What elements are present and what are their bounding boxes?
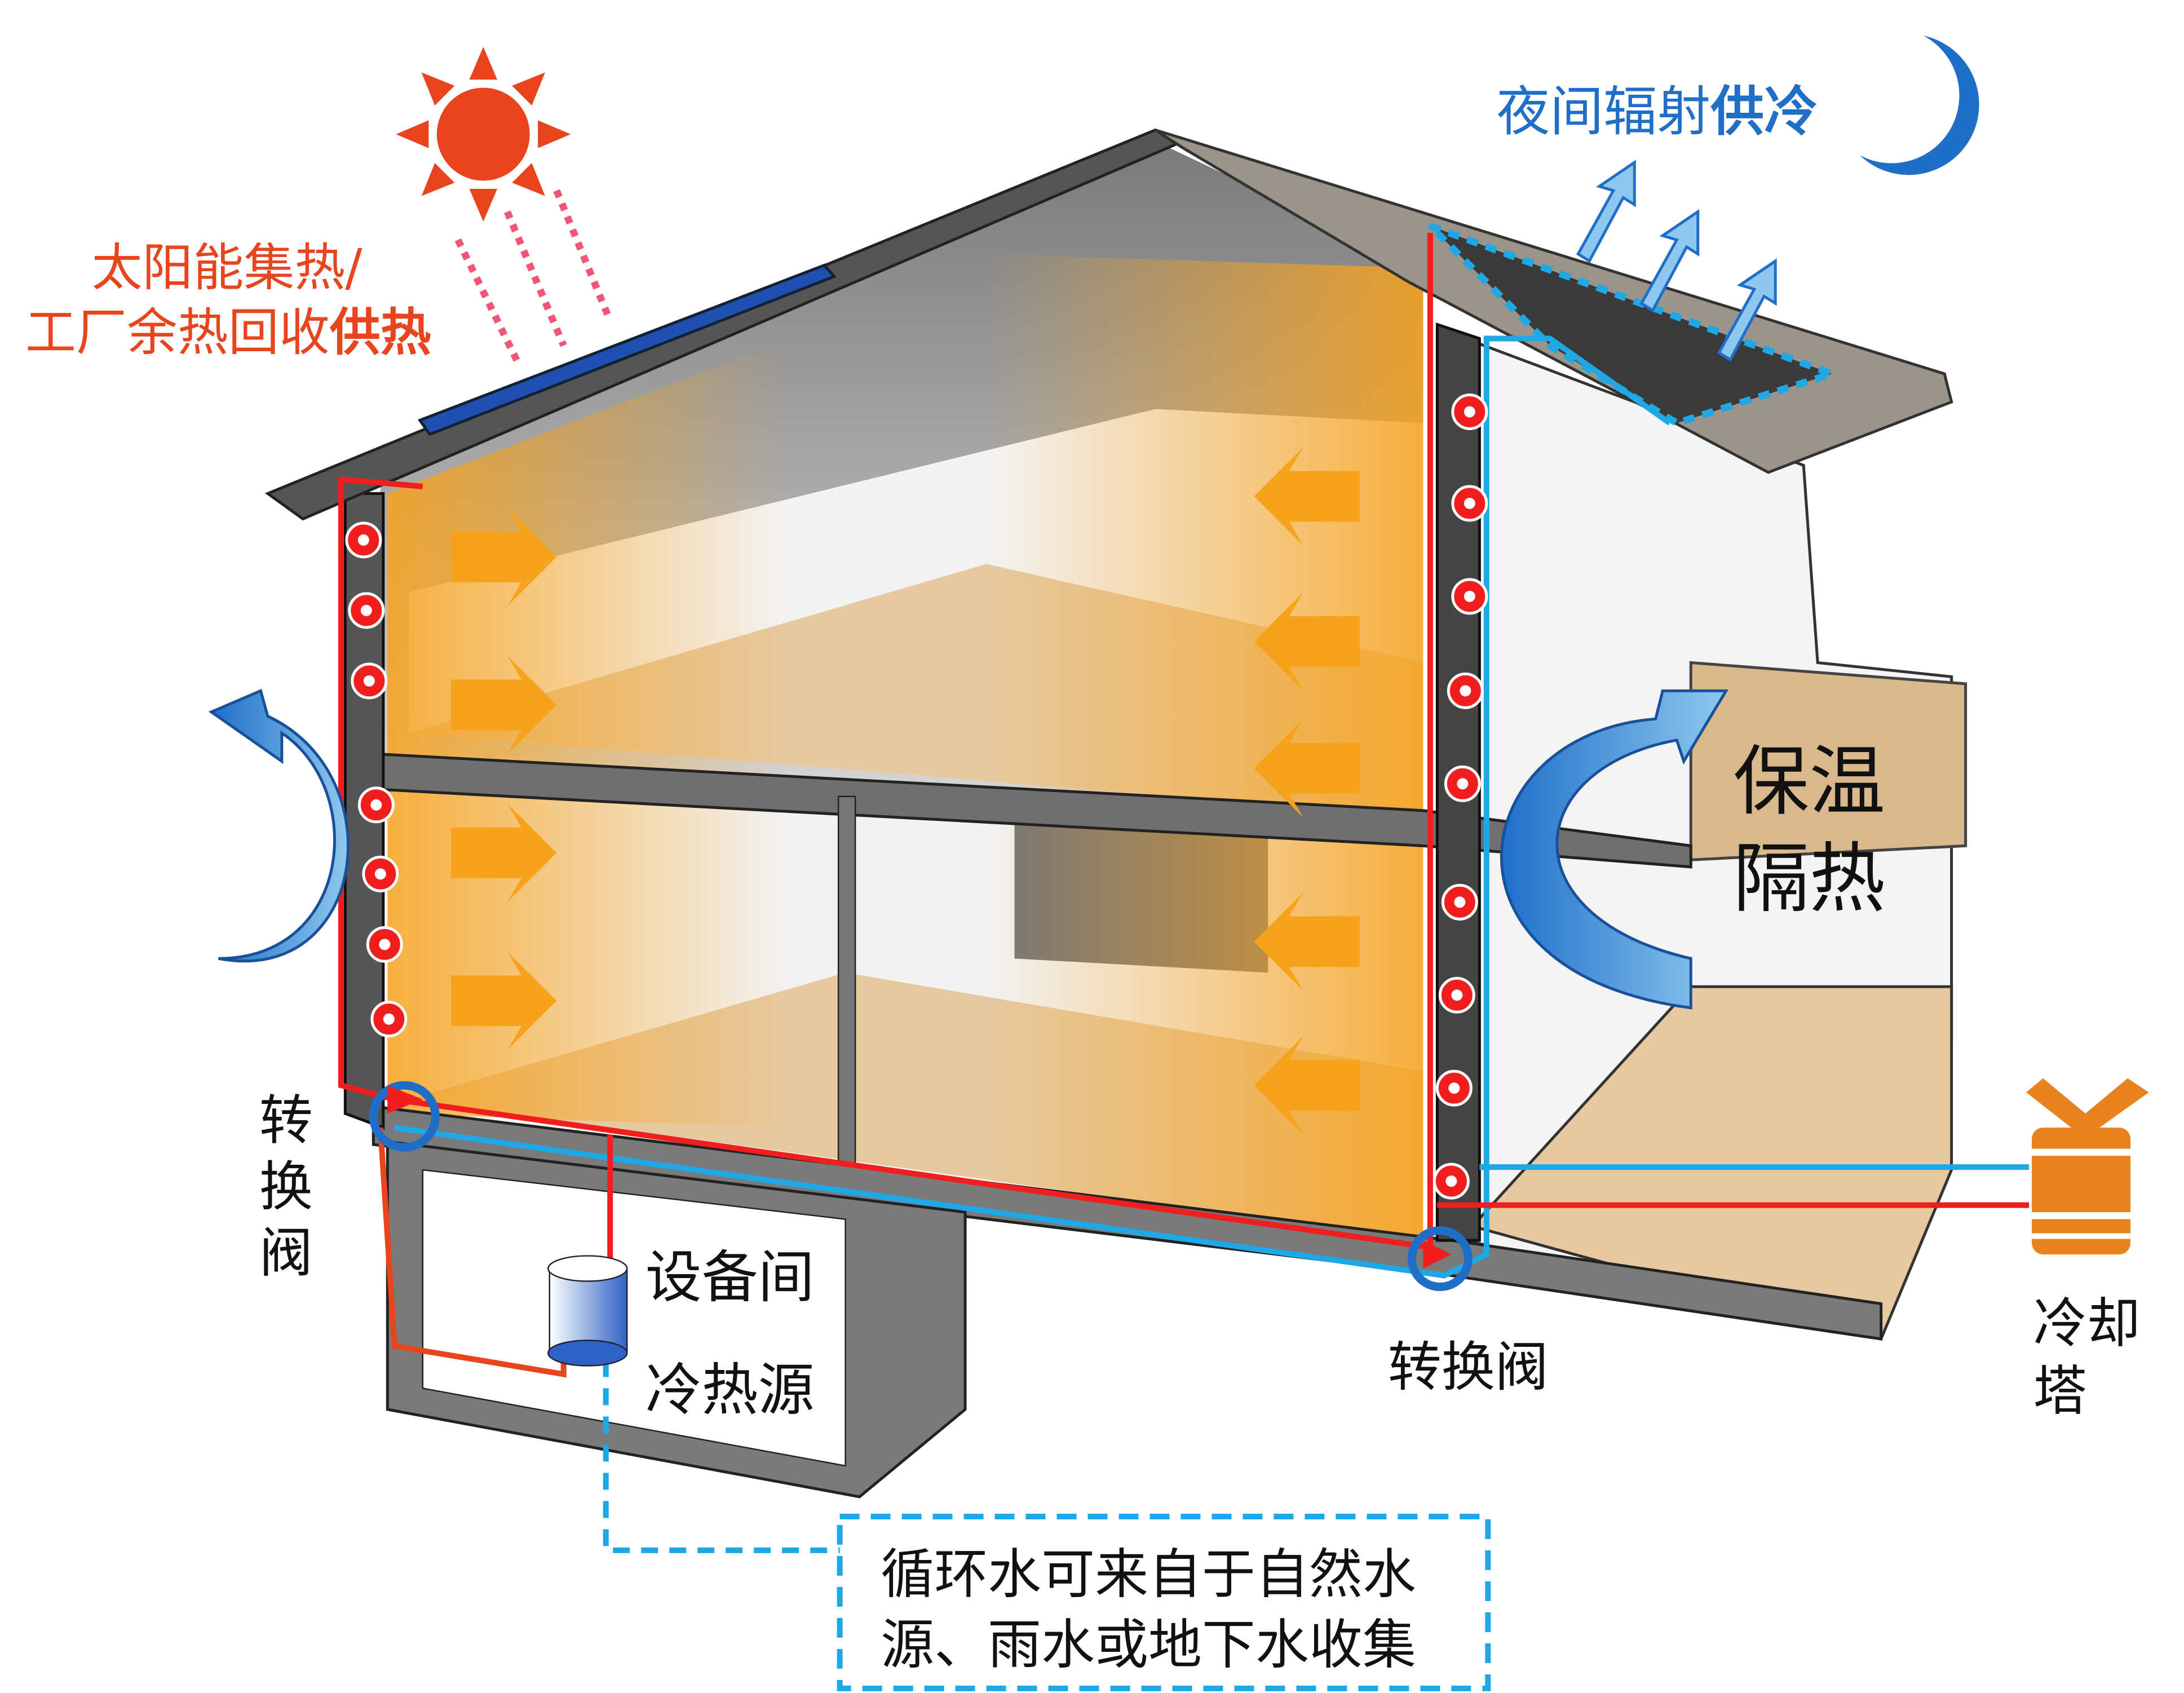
solar-label-line1: 太阳能集热/	[91, 238, 362, 298]
sun-icon	[396, 47, 571, 222]
radiant-panel-node-icon	[1451, 578, 1488, 615]
ventilation-arrow-left-icon	[208, 688, 350, 963]
night-label-regular: 夜间辐射	[1496, 81, 1710, 143]
equipment-room-label: 设备间	[646, 1244, 815, 1310]
valve-left	[369, 1081, 440, 1152]
heat-flow-arrows	[450, 447, 1360, 1135]
night-label-bold: 供冷	[1710, 81, 1818, 143]
heat-flow-arrow-icon	[1254, 1036, 1360, 1135]
heat-flow-arrow-icon	[450, 803, 557, 903]
solar-rays-icon	[454, 189, 612, 366]
valve-bottom-label: 转换阀	[1388, 1337, 1549, 1399]
radiant-panel-node-icon	[1441, 883, 1478, 921]
radiant-panel-node-icon	[351, 662, 388, 700]
heat-flow-arrow-icon	[1254, 447, 1360, 546]
radiant-panel-node-icon	[1451, 485, 1488, 522]
valve-bottom	[1407, 1226, 1473, 1292]
blue-dashed-water-line	[603, 1360, 843, 1553]
radiant-panel-node-icon	[345, 521, 382, 559]
heat-flow-arrow-icon	[1254, 719, 1360, 818]
valve-left-label-1: 转	[259, 1090, 313, 1152]
solar-panel-left	[417, 263, 837, 436]
heat-flow-arrow-icon	[1254, 592, 1360, 691]
radiant-panels	[345, 393, 1488, 1200]
radiant-panel-node-icon	[1444, 765, 1481, 802]
house	[264, 128, 1968, 1498]
heat-flow-arrow-icon	[450, 655, 557, 754]
ventilation-arrow-right-icon	[1500, 689, 1729, 1010]
heat-flow-arrow-icon	[1254, 892, 1360, 991]
radiant-panel-node-icon	[348, 592, 385, 629]
note-line2: 源、雨水或地下水收集	[881, 1614, 1416, 1676]
solar-label-regular: 工厂余热回收	[25, 303, 330, 362]
cooling-tower-icon	[2026, 1078, 2149, 1255]
solar-label-bold: 供热	[330, 303, 431, 362]
insulation-label-line2: 隔热	[1733, 834, 1885, 923]
cooling-radiation-arrows-icon	[1576, 160, 1777, 362]
radiant-panel-node-icon	[1447, 672, 1484, 709]
valve-left-label-2: 换	[259, 1156, 313, 1218]
insulation-label-line1: 保温	[1733, 737, 1885, 826]
radiant-panel-node-icon	[1438, 976, 1475, 1014]
blue-pipe-floor	[394, 335, 1672, 1279]
heat-source-label: 冷热源	[646, 1357, 815, 1423]
orange-pipe-basement	[377, 1127, 567, 1378]
solar-label-line2: 工厂余热回收供热	[25, 303, 431, 362]
balcony-deck	[1689, 661, 1968, 861]
interior-partition	[837, 795, 856, 1171]
radiant-panel-node-icon	[370, 1001, 408, 1038]
cooling-tower-label-line1: 冷却	[2033, 1293, 2141, 1355]
heat-source-tank-icon	[547, 1255, 628, 1367]
cooling-tower-label-line2: 塔	[2033, 1360, 2087, 1422]
note-box	[837, 1513, 1491, 1691]
radiant-panel-node-icon	[1435, 1069, 1473, 1107]
red-pipe-left	[338, 476, 423, 1102]
radiant-panel-node-icon	[362, 855, 399, 892]
valve-left-label-3: 阀	[259, 1222, 313, 1284]
radiant-panel-node-icon	[1433, 1162, 1470, 1200]
heat-flow-arrow-icon	[450, 507, 557, 607]
night-cooling-label: 夜间辐射供冷	[1496, 81, 1818, 143]
heat-flow-arrow-icon	[450, 951, 557, 1050]
moon-icon	[1860, 36, 1979, 175]
radiative-cooling-panel	[1427, 222, 1843, 427]
note-line1: 循环水可来自于自然水	[881, 1544, 1416, 1606]
radiant-panel-node-icon	[357, 786, 395, 824]
basement-room	[422, 1169, 846, 1467]
radiant-panel-node-icon	[1451, 393, 1488, 430]
radiant-panel-node-icon	[366, 926, 403, 963]
